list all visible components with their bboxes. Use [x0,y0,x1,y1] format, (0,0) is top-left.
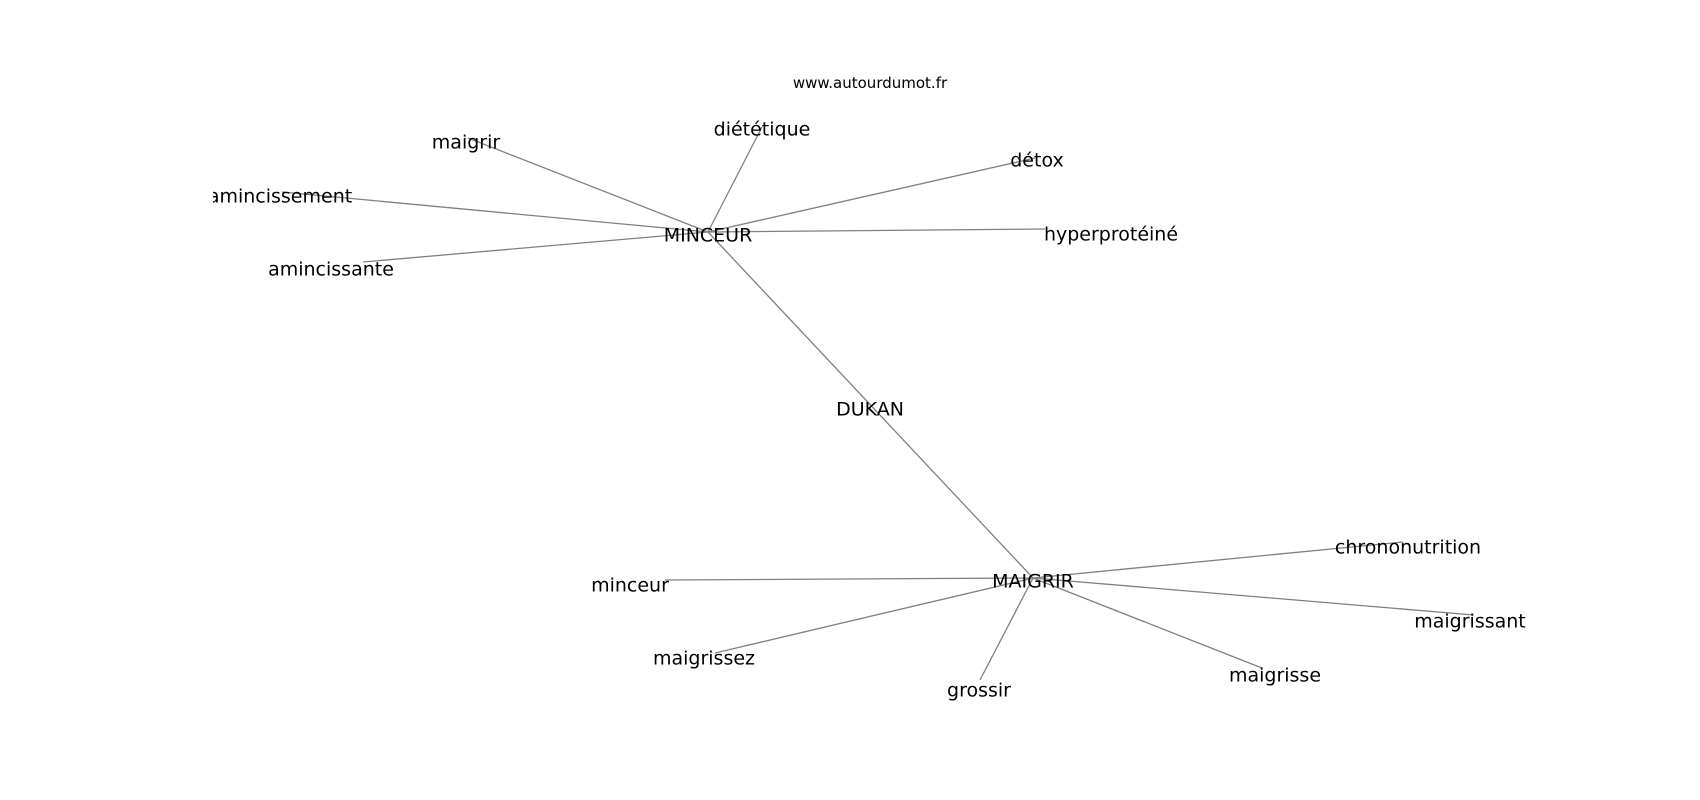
edge-maigrir-minceur [664,577,1034,581]
node-label-detox[interactable]: détox [1010,150,1063,172]
node-label-maigrissant[interactable]: maigrissant [1414,611,1526,633]
node-label-hyperproteine[interactable]: hyperprotéiné [1044,224,1178,246]
node-label-chrononutrition[interactable]: chrononutrition [1335,537,1481,559]
node-label-maigrisse[interactable]: maigrisse [1229,665,1321,687]
edge-maigrir-maigrisse [1032,577,1263,669]
edge-maigrir-maigrissez [714,577,1034,654]
node-label-amincissement[interactable]: amincissement [208,186,352,208]
edge-minceur-amincissante [362,231,709,263]
node-label-minceur[interactable]: MINCEUR [664,225,753,247]
node-label-maigrissez[interactable]: maigrissez [653,648,755,670]
edge-minceur-dietetique [707,126,763,233]
edge-maigrir-grossir [979,577,1034,681]
edge-minceur-detox [707,157,1036,233]
node-label-grossir[interactable]: grossir [947,680,1011,702]
edge-maigrir-chrononutrition [1032,541,1404,579]
edge-maigrir-maigrissant [1032,577,1475,616]
watermark-text: www.autourdumot.fr [793,74,948,92]
node-label-dietetique[interactable]: diététique [714,119,811,141]
labels-layer: DUKAN MINCEUR MAIGRIR maigrir diététique déto… [208,119,1526,702]
edges-layer [281,126,1475,681]
edge-minceur-amincissement [281,191,709,233]
edge-minceur-maigrir [467,137,709,233]
node-label-amincissante[interactable]: amincissante [268,259,394,281]
edge-minceur-maigrir [707,231,1034,579]
edge-minceur-hyperproteine [707,228,1046,233]
node-label-minceur[interactable]: minceur [591,575,669,597]
node-label-maigrir[interactable]: MAIGRIR [992,571,1074,593]
node-label-dukan[interactable]: DUKAN [836,399,904,421]
left-margin [0,0,213,800]
node-label-maigrir[interactable]: maigrir [432,132,501,154]
